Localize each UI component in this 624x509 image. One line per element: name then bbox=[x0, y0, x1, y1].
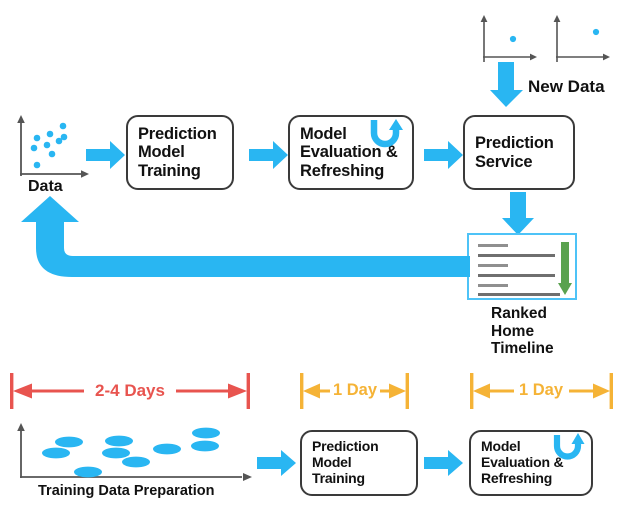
box-model-evaluation-refreshing-bottom-label: Model Evaluation & Refreshing bbox=[481, 438, 564, 486]
timeline-row bbox=[478, 264, 508, 267]
measure-1-day-training bbox=[300, 373, 409, 409]
refresh-loop-icon-bottom bbox=[550, 431, 588, 465]
box-prediction-model-training-label: Prediction Model Training bbox=[138, 124, 217, 180]
new-data-label: New Data bbox=[528, 77, 605, 96]
green-down-arrow-icon bbox=[558, 242, 574, 296]
measure-2-4-days bbox=[10, 373, 250, 409]
box-prediction-model-training-bottom-label: Prediction Model Training bbox=[312, 438, 379, 486]
ranked-home-timeline-card[interactable] bbox=[467, 233, 577, 300]
measure-1-day-evaluation-label: 1 Day bbox=[518, 381, 564, 399]
box-prediction-model-training[interactable]: Prediction Model Training bbox=[126, 115, 234, 190]
arrow-training-to-evaluation bbox=[249, 140, 289, 170]
training-data-chart-label: Training Data Preparation bbox=[38, 483, 215, 499]
data-chart-label: Data bbox=[28, 178, 63, 195]
arrow-data-to-training bbox=[86, 140, 126, 170]
arrow-training-to-evaluation-bottom bbox=[424, 449, 464, 477]
new-data-down-arrow bbox=[490, 62, 532, 108]
timeline-row bbox=[478, 274, 555, 277]
ranked-home-timeline-label: Ranked Home Timeline bbox=[491, 305, 554, 358]
timeline-row bbox=[478, 254, 555, 257]
refresh-loop-icon bbox=[367, 117, 407, 153]
new-data-chart-1 bbox=[478, 14, 538, 64]
box-model-evaluation-refreshing-label: Model Evaluation & Refreshing bbox=[300, 124, 398, 180]
arrow-evaluation-to-service bbox=[424, 140, 464, 170]
box-prediction-service-label: Prediction Service bbox=[475, 134, 554, 171]
training-data-chart bbox=[12, 420, 262, 484]
feedback-loop-arrow bbox=[20, 196, 470, 282]
arrow-service-to-timeline bbox=[502, 192, 542, 236]
box-prediction-model-training-bottom[interactable]: Prediction Model Training bbox=[300, 430, 418, 496]
timeline-row bbox=[478, 293, 560, 296]
measure-1-day-training-label: 1 Day bbox=[332, 381, 378, 399]
timeline-row bbox=[478, 284, 508, 287]
new-data-chart-2 bbox=[551, 14, 611, 64]
timeline-row bbox=[478, 244, 508, 247]
data-chart bbox=[12, 112, 92, 184]
measure-1-day-evaluation bbox=[470, 373, 613, 409]
box-model-evaluation-refreshing-bottom[interactable]: Model Evaluation & Refreshing bbox=[469, 430, 593, 496]
measure-2-4-days-label: 2-4 Days bbox=[95, 381, 165, 400]
arrow-prep-to-training bbox=[257, 449, 297, 477]
box-prediction-service[interactable]: Prediction Service bbox=[463, 115, 575, 190]
